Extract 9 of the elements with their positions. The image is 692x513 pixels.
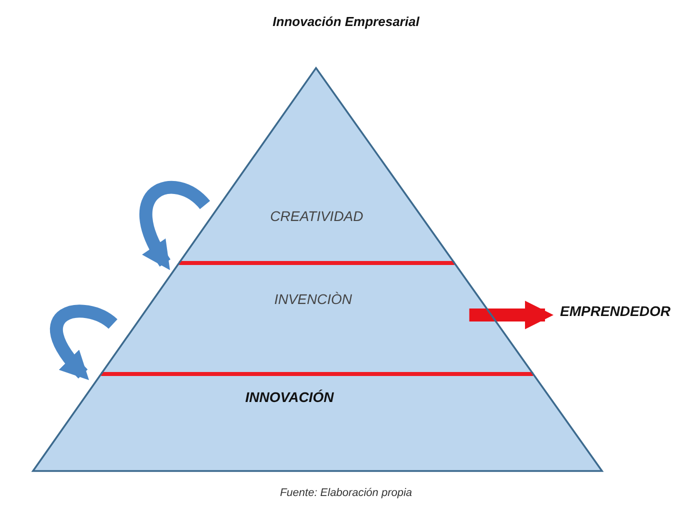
level-label: CREATIVIDAD: [269, 208, 364, 224]
arrow: [50, 304, 117, 380]
arrow: [469, 300, 554, 330]
source-caption: Fuente: Elaboración propia: [278, 487, 414, 499]
outcome-label: EMPRENDEDOR: [560, 303, 670, 319]
level-label: INVENCIÒN: [273, 291, 354, 307]
level-label: INNOVACIÓN: [244, 389, 335, 405]
diagram-title: Innovación Empresarial: [272, 14, 420, 29]
arrow: [140, 180, 210, 270]
